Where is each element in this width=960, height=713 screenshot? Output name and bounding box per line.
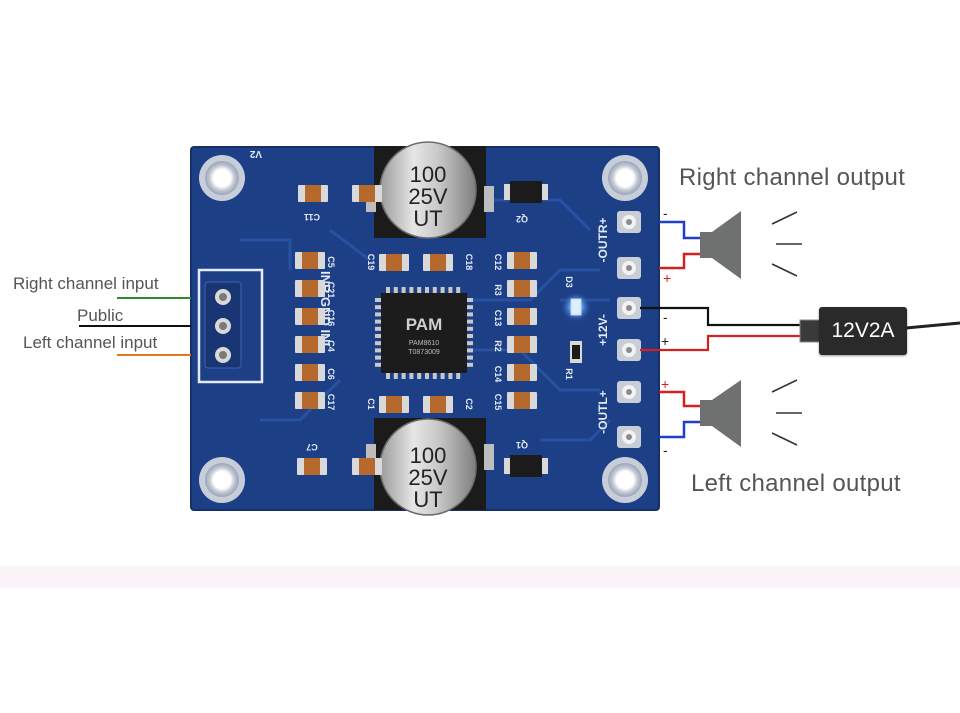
smd-r3	[507, 280, 537, 297]
cap-top-voltage: 25V	[408, 184, 447, 209]
label-left-channel-input: Left channel input	[23, 333, 158, 352]
silk-outr: -OUTR+	[596, 218, 610, 263]
smd-c11	[298, 185, 328, 202]
silk-c12: C12	[493, 254, 503, 271]
cap-top-value: 100	[410, 162, 447, 187]
cap-bottom-voltage: 25V	[408, 465, 447, 490]
silk-r1: R1	[564, 368, 574, 380]
output-pad-2	[617, 257, 641, 279]
silk-c2: C2	[464, 398, 474, 410]
smd-c3	[352, 458, 382, 475]
speaker-right	[700, 211, 802, 279]
wire-left-out-red	[659, 390, 704, 408]
polarity-left-minus: -	[663, 442, 668, 458]
output-pad-1	[617, 211, 641, 233]
output-pad-6	[617, 426, 641, 448]
silk-v2: V2	[249, 148, 262, 159]
power-cable	[905, 321, 960, 330]
silk-c4: C4	[326, 340, 336, 352]
silk-c7: C7	[306, 442, 318, 452]
silk-c16: C16	[326, 310, 336, 327]
silk-c5: C5	[326, 256, 336, 268]
silk-c17: C17	[326, 394, 336, 411]
smd-c4	[295, 336, 325, 353]
silk-c19: C19	[366, 254, 376, 271]
chip-brand: PAM	[406, 315, 443, 334]
electrolytic-capacitor-bottom: 100 25V UT	[366, 418, 494, 516]
speaker-left	[700, 379, 802, 447]
transistor-q2	[504, 181, 548, 203]
smd-c12	[507, 252, 537, 269]
cap-bottom-brand: UT	[413, 487, 442, 512]
pcb-board: V2 INR GND INL 100 25V UT	[190, 141, 660, 516]
power-supply-box: 12V2A	[819, 307, 907, 355]
silk-c15: C15	[493, 394, 503, 411]
smd-c1	[379, 396, 409, 413]
output-pad-column	[617, 211, 641, 448]
label-right-channel-input: Right channel input	[13, 274, 159, 293]
silk-c11: C11	[304, 212, 320, 222]
smd-q-top	[352, 185, 382, 202]
electrolytic-capacitor-top: 100 25V UT	[366, 141, 494, 239]
cap-top-brand: UT	[413, 206, 442, 231]
smd-r2	[507, 336, 537, 353]
smd-c18-top	[423, 254, 453, 271]
polarity-right-minus: -	[663, 205, 668, 221]
wire-power-black	[640, 306, 804, 327]
resistor-r1	[570, 341, 582, 363]
polarity-power-minus: -	[663, 309, 668, 325]
silk-q2: Q2	[516, 214, 528, 224]
cap-bottom-value: 100	[410, 443, 447, 468]
reflection-strip	[0, 566, 960, 588]
silk-c6: C6	[326, 368, 336, 380]
silk-c1: C1	[366, 398, 376, 410]
output-pad-3	[617, 297, 641, 319]
label-right-channel-output: Right channel output	[679, 164, 906, 191]
smd-c6	[295, 364, 325, 381]
silk-c14: C14	[493, 366, 503, 383]
mount-hole-bottom-left	[199, 457, 245, 503]
label-left-channel-output: Left channel output	[691, 470, 901, 497]
output-pad-4	[617, 339, 641, 361]
chip-line1: PAM8610	[409, 340, 439, 347]
silk-12v: +12V-	[596, 314, 610, 346]
smd-c16-top	[379, 254, 409, 271]
silk-c18: C18	[464, 254, 474, 271]
polarity-right-plus: +	[663, 270, 671, 286]
silk-r3: R3	[493, 284, 503, 296]
power-led	[560, 291, 592, 323]
amplifier-chip: PAM PAM8610 T0873009	[375, 287, 473, 379]
polarity-power-plus: +	[661, 333, 669, 349]
silk-c13: C13	[493, 310, 503, 327]
silk-d3: D3	[564, 276, 574, 288]
wire-left-out-blue	[659, 420, 704, 439]
mount-hole-bottom-right	[602, 457, 648, 503]
input-header	[197, 268, 264, 384]
wire-right-out-red	[659, 252, 704, 270]
silk-outl: -OUTL+	[596, 390, 610, 434]
smd-c7	[297, 458, 327, 475]
smd-c15	[507, 392, 537, 409]
silk-q1: Q1	[516, 440, 528, 450]
smd-c17	[295, 392, 325, 409]
transistor-q1	[504, 455, 548, 477]
smd-c5	[295, 252, 325, 269]
smd-c16	[295, 308, 325, 325]
smd-c2	[423, 396, 453, 413]
smd-c14	[507, 364, 537, 381]
mount-hole-top-right	[602, 155, 648, 201]
silk-r2: R2	[493, 340, 503, 352]
chip-line2: T0873009	[408, 349, 440, 356]
smd-c21	[295, 280, 325, 297]
smd-c13	[507, 308, 537, 325]
wire-power-red	[640, 334, 804, 352]
wire-right-out-blue	[659, 220, 704, 240]
output-pad-5	[617, 381, 641, 403]
silk-c21: C21	[326, 282, 336, 299]
mount-hole-top-left	[199, 155, 245, 201]
label-public: Public	[77, 306, 124, 325]
polarity-left-plus: +	[661, 376, 669, 392]
